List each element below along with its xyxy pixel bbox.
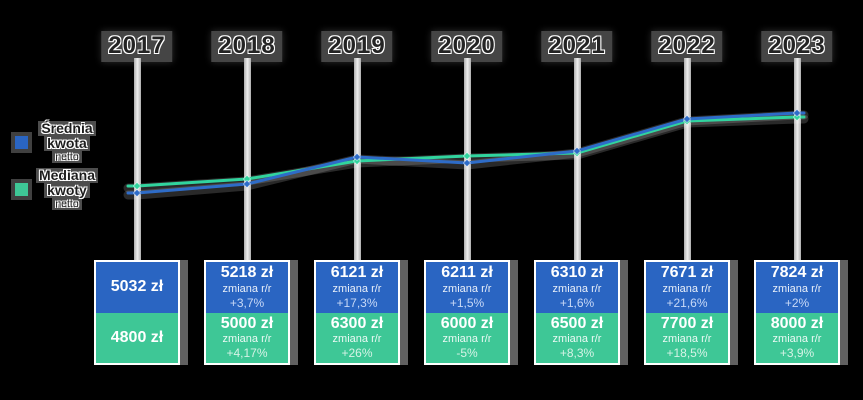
value-box-2022: 7671 zł zmiana r/r +21,6% 7700 zł zmiana… bbox=[644, 260, 730, 365]
change-value: +4,17% bbox=[226, 346, 268, 361]
year-label: 2018 bbox=[211, 31, 283, 62]
median-value: 5000 zł bbox=[220, 314, 274, 332]
column-2018: 2018 5218 zł zmiana r/r +3,7% 5000 zł zm… bbox=[204, 0, 290, 400]
change-caption: zmiana r/r bbox=[662, 333, 712, 346]
legend-swatch-average bbox=[15, 136, 28, 149]
column-stick bbox=[683, 58, 691, 262]
change-caption: zmiana r/r bbox=[772, 333, 822, 346]
median-cell: 5000 zł zmiana r/r +4,17% bbox=[206, 312, 288, 363]
legend-median-line2: kwoty bbox=[44, 183, 90, 198]
average-value: 5032 zł bbox=[110, 278, 164, 296]
median-cell: 6000 zł zmiana r/r -5% bbox=[426, 312, 508, 363]
average-cell: 5032 zł bbox=[96, 262, 178, 313]
change-value: +8,3% bbox=[559, 346, 595, 361]
median-cell: 8000 zł zmiana r/r +3,9% bbox=[756, 312, 838, 363]
column-stick bbox=[243, 58, 251, 262]
legend-median-line1: Mediana bbox=[35, 168, 98, 183]
change-value: +2% bbox=[784, 295, 810, 310]
median-value: 6300 zł bbox=[330, 314, 384, 332]
median-cell: 6300 zł zmiana r/r +26% bbox=[316, 312, 398, 363]
legend-swatch-median bbox=[15, 183, 28, 196]
median-cell: 6500 zł zmiana r/r +8,3% bbox=[536, 312, 618, 363]
value-box-2017: 5032 zł 4800 zł bbox=[94, 260, 180, 365]
column-2021: 2021 6310 zł zmiana r/r +1,6% 6500 zł zm… bbox=[534, 0, 620, 400]
legend-median-line3: netto bbox=[52, 198, 82, 210]
legend-label-average: Średnia kwota netto bbox=[32, 121, 102, 163]
value-box-2018: 5218 zł zmiana r/r +3,7% 5000 zł zmiana … bbox=[204, 260, 290, 365]
average-cell: 5218 zł zmiana r/r +3,7% bbox=[206, 262, 288, 313]
median-value: 7700 zł bbox=[660, 314, 714, 332]
average-cell: 6121 zł zmiana r/r +17,3% bbox=[316, 262, 398, 313]
change-caption: zmiana r/r bbox=[222, 282, 272, 295]
column-2023: 2023 7824 zł zmiana r/r +2% 8000 zł zmia… bbox=[754, 0, 840, 400]
legend-average-line2: kwota bbox=[44, 136, 90, 151]
column-2020: 2020 6211 zł zmiana r/r +1,5% 6000 zł zm… bbox=[424, 0, 510, 400]
average-value: 6310 zł bbox=[550, 264, 604, 282]
change-caption: zmiana r/r bbox=[552, 282, 602, 295]
value-box-2021: 6310 zł zmiana r/r +1,6% 6500 zł zmiana … bbox=[534, 260, 620, 365]
change-value: +1,6% bbox=[559, 295, 595, 310]
average-value: 5218 zł bbox=[220, 264, 274, 282]
legend-average-line1: Średnia bbox=[38, 121, 96, 136]
change-caption: zmiana r/r bbox=[552, 333, 602, 346]
change-value: +18,5% bbox=[666, 346, 708, 361]
median-cell: 7700 zł zmiana r/r +18,5% bbox=[646, 312, 728, 363]
value-box-2019: 6121 zł zmiana r/r +17,3% 6300 zł zmiana… bbox=[314, 260, 400, 365]
average-cell: 6310 zł zmiana r/r +1,6% bbox=[536, 262, 618, 313]
average-value: 6211 zł bbox=[441, 264, 493, 282]
column-stick bbox=[133, 58, 141, 262]
median-value: 6000 zł bbox=[440, 314, 494, 332]
year-label: 2021 bbox=[541, 31, 613, 62]
average-value: 6121 zł bbox=[330, 264, 384, 282]
change-value: +3,7% bbox=[229, 295, 265, 310]
year-label: 2023 bbox=[761, 31, 833, 62]
median-value: 6500 zł bbox=[550, 314, 604, 332]
value-box-2023: 7824 zł zmiana r/r +2% 8000 zł zmiana r/… bbox=[754, 260, 840, 365]
change-value: +3,9% bbox=[779, 346, 815, 361]
median-value: 4800 zł bbox=[110, 328, 164, 346]
column-stick bbox=[573, 58, 581, 262]
average-cell: 6211 zł zmiana r/r +1,5% bbox=[426, 262, 508, 313]
change-caption: zmiana r/r bbox=[662, 282, 712, 295]
column-2017: 2017 5032 zł 4800 zł bbox=[94, 0, 180, 400]
column-2022: 2022 7671 zł zmiana r/r +21,6% 7700 zł z… bbox=[644, 0, 730, 400]
year-label: 2022 bbox=[651, 31, 723, 62]
legend-label-median: Mediana kwoty netto bbox=[32, 168, 102, 210]
year-label: 2017 bbox=[101, 31, 173, 62]
change-caption: zmiana r/r bbox=[442, 333, 492, 346]
change-caption: zmiana r/r bbox=[772, 282, 822, 295]
median-value: 8000 zł bbox=[770, 314, 824, 332]
average-cell: 7671 zł zmiana r/r +21,6% bbox=[646, 262, 728, 313]
legend-average-line3: netto bbox=[52, 151, 82, 163]
change-value: -5% bbox=[456, 346, 478, 361]
year-label: 2019 bbox=[321, 31, 393, 62]
column-stick bbox=[463, 58, 471, 262]
change-value: +17,3% bbox=[336, 295, 378, 310]
change-value: +21,6% bbox=[666, 295, 708, 310]
average-cell: 7824 zł zmiana r/r +2% bbox=[756, 262, 838, 313]
value-box-2020: 6211 zł zmiana r/r +1,5% 6000 zł zmiana … bbox=[424, 260, 510, 365]
change-caption: zmiana r/r bbox=[332, 333, 382, 346]
change-caption: zmiana r/r bbox=[442, 282, 492, 295]
average-value: 7671 zł bbox=[660, 264, 714, 282]
median-cell: 4800 zł bbox=[96, 312, 178, 363]
column-2019: 2019 6121 zł zmiana r/r +17,3% 6300 zł z… bbox=[314, 0, 400, 400]
change-value: +1,5% bbox=[449, 295, 485, 310]
change-caption: zmiana r/r bbox=[332, 282, 382, 295]
column-stick bbox=[353, 58, 361, 262]
change-caption: zmiana r/r bbox=[222, 333, 272, 346]
column-stick bbox=[793, 58, 801, 262]
change-value: +26% bbox=[341, 346, 373, 361]
year-label: 2020 bbox=[431, 31, 503, 62]
average-value: 7824 zł bbox=[770, 264, 824, 282]
